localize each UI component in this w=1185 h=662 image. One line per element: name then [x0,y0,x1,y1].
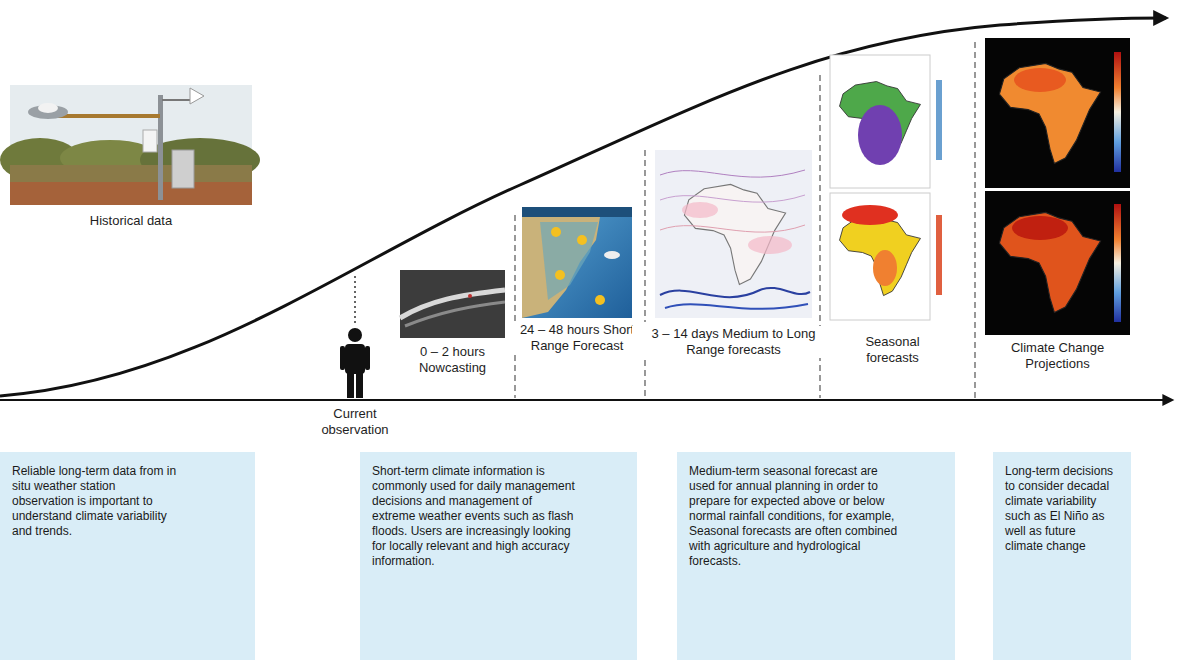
medium-range-map [684,184,785,284]
weather-station-photo [10,165,252,205]
info-text: Long-term decisions to consider decadal … [1005,464,1117,554]
seasonal-panel: Seasonal forecasts [830,55,955,320]
seasonal-map [936,80,942,160]
person-icon [347,372,354,398]
dashed-separator [514,215,515,398]
info-box: Short-term climate information is common… [360,452,637,660]
panel-caption: 3 – 14 days Medium to Long Range forecas… [632,326,836,358]
medium-range-map [655,150,812,318]
seasonal-map [842,205,898,225]
projection-map [1114,204,1121,322]
weather-station-photo [158,95,163,200]
dashed-separator [644,150,645,398]
seasonal-map [840,216,921,296]
photo-panel: Historical data [10,85,252,205]
weather-station-photo [55,114,160,118]
projection-map [999,212,1100,312]
medium-range-map [665,304,808,309]
medium-range-map [660,195,805,202]
growth-curve [0,18,1166,396]
projection-map [1012,216,1068,240]
nowcast-image [400,270,505,338]
projection-map [1114,52,1121,172]
weather-station-photo [190,88,204,104]
weather-station-photo [172,150,194,188]
panel-caption: Historical data [88,213,174,229]
dashed-separator [974,42,975,398]
panel-caption: 24 – 48 hours Short Range Forecast [505,322,649,354]
person-icon [365,346,370,370]
weather-station-photo [143,130,157,152]
seasonal-map [873,250,897,286]
short-range-panel: 24 – 48 hours Short Range Forecast [522,207,632,318]
short-range-map [604,251,620,259]
medium-range-panel: 3 – 14 days Medium to Long Range forecas… [655,150,812,318]
short-range-map [522,207,632,318]
panel-caption: Current observation [305,406,405,438]
projection-map [985,191,1130,335]
seasonal-map [830,55,942,320]
info-text: Reliable long-term data from in situ wea… [12,464,180,539]
short-range-map [551,227,561,237]
short-range-map [522,217,600,318]
short-range-map [540,222,598,300]
info-text: Medium-term seasonal forecast are used f… [689,464,907,569]
projection-map [985,38,1130,335]
person-icon [340,346,345,370]
dotted-leader [354,276,356,326]
person-icon [345,344,365,374]
time-axis [0,399,1172,401]
projection-map [1014,68,1066,92]
medium-range-map [660,288,810,297]
short-range-map [522,207,632,318]
seasonal-map [830,193,930,320]
weather-station-photo [38,103,58,113]
nowcast-image [405,302,505,326]
info-box: Reliable long-term data from in situ wea… [0,452,255,660]
person-icon [356,372,363,398]
medium-range-map [660,170,805,177]
medium-range-map [660,225,805,232]
short-range-map [522,207,632,217]
panel-caption: Seasonal forecasts [845,334,941,366]
projection-panel: Climate Change Projections [985,38,1130,335]
medium-range-map [682,202,718,218]
projection-map [985,38,1130,188]
panel-caption: Climate Change Projections [997,340,1119,372]
short-range-map [595,295,605,305]
panel-caption: 0 – 2 hours Nowcasting [399,344,507,376]
seasonal-map [858,105,902,165]
person-icon [340,328,370,398]
nowcast-image [468,294,472,298]
nowcast-panel: 0 – 2 hours Nowcasting [400,270,505,338]
nowcast-image [400,270,505,338]
seasonal-map [936,215,942,295]
person-icon [348,328,362,342]
seasonal-map [830,55,930,188]
info-box: Long-term decisions to consider decadal … [993,452,1131,660]
observer-panel: Current observation [338,326,372,400]
medium-range-map [655,150,812,318]
weather-station-photo [10,182,252,205]
short-range-map [577,235,587,245]
info-text: Short-term climate information is common… [372,464,577,569]
info-box: Medium-term seasonal forecast are used f… [677,452,955,660]
weather-station-photo [0,85,260,205]
projection-map [999,63,1100,163]
medium-range-map [748,236,792,254]
short-range-map [555,270,565,280]
